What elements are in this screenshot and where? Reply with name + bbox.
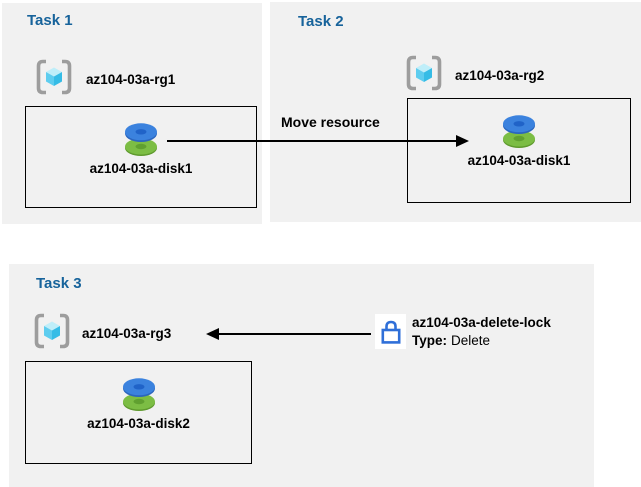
lock-type-label: Type:Delete xyxy=(412,333,551,348)
lock-icon-background xyxy=(375,314,406,349)
lock-type-key: Type: xyxy=(412,333,448,348)
task2-resource-box: az104-03a-disk1 xyxy=(407,98,631,203)
disk-icon xyxy=(122,378,155,411)
resource-group-icon xyxy=(34,313,70,349)
task3-panel: Task 3 az104-03a-rg3 az104-03a-disk2 az1… xyxy=(9,264,594,487)
lock-annotation: az104-03a-delete-lock Type:Delete xyxy=(412,315,551,348)
task1-title: Task 1 xyxy=(27,12,73,29)
lock-type-value: Delete xyxy=(451,333,491,348)
task3-resource-group-label: az104-03a-rg3 xyxy=(82,326,172,341)
task1-resource-box: az104-03a-disk1 xyxy=(25,106,257,208)
disk-icon xyxy=(125,123,157,156)
task1-panel: Task 1 az104-03a-rg1 az104-03a-disk1 xyxy=(2,3,262,224)
resource-group-icon xyxy=(406,55,442,91)
disk-icon xyxy=(503,115,535,148)
task1-disk-label: az104-03a-disk1 xyxy=(89,161,193,176)
lock-name-label: az104-03a-delete-lock xyxy=(412,315,551,330)
move-resource-label: Move resource xyxy=(281,114,380,130)
task2-panel: Task 2 az104-03a-rg2 az104-03a-disk1 xyxy=(270,2,641,222)
move-arrow-head-icon xyxy=(456,135,469,147)
task1-resource-group-label: az104-03a-rg1 xyxy=(86,72,176,87)
lock-arrow-line xyxy=(218,333,371,335)
move-arrow-line xyxy=(167,140,457,142)
task2-disk-label: az104-03a-disk1 xyxy=(467,153,571,168)
task3-resource-box: az104-03a-disk2 xyxy=(25,361,252,464)
lock-arrow-head-icon xyxy=(206,328,219,340)
task2-title: Task 2 xyxy=(298,13,344,30)
task2-resource-group-label: az104-03a-rg2 xyxy=(455,68,545,83)
task3-disk-label: az104-03a-disk2 xyxy=(87,416,190,431)
resource-group-icon xyxy=(36,59,72,95)
task3-title: Task 3 xyxy=(36,275,82,292)
lock-icon xyxy=(380,320,401,344)
